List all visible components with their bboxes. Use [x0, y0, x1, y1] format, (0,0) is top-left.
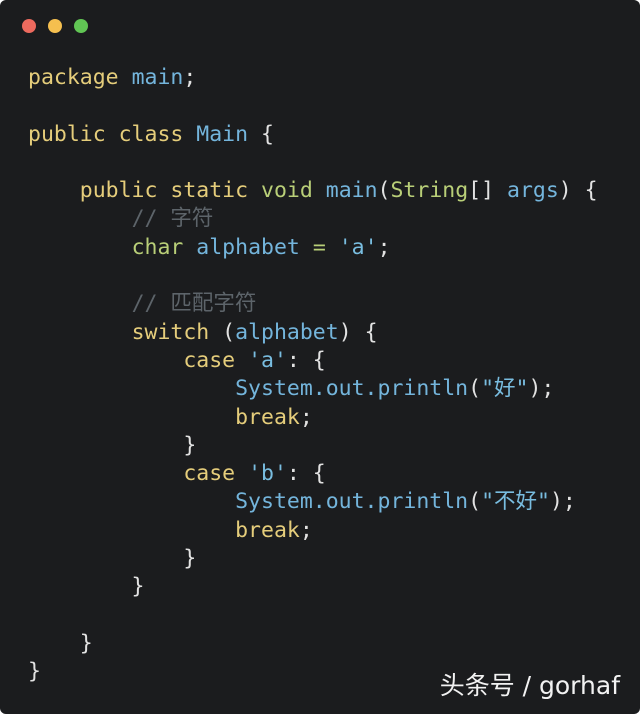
identifier: main: [131, 65, 184, 90]
minimize-button[interactable]: [48, 19, 62, 33]
code-line: public class Main {: [28, 121, 598, 149]
identifier: alphabet: [196, 234, 300, 260]
code-line: [28, 149, 598, 177]
punctuation: : {: [286, 347, 326, 373]
punctuation: [248, 178, 261, 203]
code-line: [28, 92, 598, 120]
punctuation: [28, 489, 235, 514]
punctuation: ) {: [558, 178, 598, 204]
keyword: public class: [28, 121, 184, 147]
punctuation: [28, 405, 235, 430]
watermark: 头条号 / gorhaf: [439, 671, 620, 700]
code-line: }: [28, 658, 598, 686]
code-line: }: [28, 630, 598, 658]
keyword: switch: [131, 319, 210, 345]
punctuation: [119, 65, 132, 90]
keyword: public static: [79, 178, 249, 204]
identifier: Main: [196, 121, 249, 147]
punctuation: [28, 291, 132, 316]
punctuation: (: [209, 319, 236, 345]
code-line: case 'a': {: [28, 347, 598, 375]
punctuation: ) {: [338, 319, 378, 345]
code-line: char alphabet = 'a';: [28, 234, 598, 262]
code-line: [28, 602, 598, 630]
code-line: break;: [28, 517, 598, 545]
punctuation: [28, 518, 235, 543]
string-literal: 'a': [338, 234, 378, 260]
punctuation: );: [549, 489, 576, 515]
punctuation: ;: [299, 517, 313, 543]
punctuation: [28, 235, 132, 260]
code-line: break;: [28, 404, 598, 432]
code-line: [28, 262, 598, 290]
maximize-button[interactable]: [74, 19, 88, 33]
punctuation: : {: [286, 461, 326, 487]
keyword: case: [183, 347, 236, 373]
close-button[interactable]: [22, 19, 36, 33]
code-line: }: [28, 432, 598, 460]
punctuation: [28, 376, 235, 401]
identifier: main: [325, 178, 378, 204]
identifier: args: [507, 178, 559, 204]
punctuation: [300, 235, 313, 260]
punctuation: [183, 235, 196, 260]
punctuation: }: [28, 432, 197, 458]
code-line: }: [28, 573, 598, 601]
code-line: case 'b': {: [28, 460, 598, 488]
identifier: System.out.println: [235, 489, 469, 515]
code-line: switch (alphabet) {: [28, 319, 598, 347]
punctuation: [28, 461, 183, 486]
punctuation: {: [248, 121, 274, 147]
keyword: break: [235, 517, 300, 543]
comment: // 字符: [131, 206, 214, 232]
punctuation: }: [28, 546, 197, 572]
punctuation: }: [28, 574, 145, 600]
window-controls: [22, 19, 88, 33]
code-line: }: [28, 545, 598, 573]
identifier: alphabet: [235, 319, 339, 345]
punctuation: (: [377, 178, 391, 204]
type-token: char: [131, 234, 184, 260]
string-literal: "不好": [481, 489, 550, 515]
type-token: =: [312, 234, 326, 260]
type-token: void: [261, 178, 313, 204]
punctuation: [326, 235, 339, 260]
code-line: package main;: [28, 64, 598, 92]
punctuation: [313, 178, 326, 203]
code-line: // 匹配字符: [28, 290, 598, 318]
code-block: package main; public class Main { public…: [28, 64, 598, 687]
punctuation: ;: [299, 404, 313, 430]
punctuation: [28, 178, 80, 203]
punctuation: [235, 461, 248, 486]
identifier: System.out.println: [235, 376, 469, 402]
punctuation: []: [468, 178, 507, 204]
punctuation: (: [468, 489, 482, 515]
code-line: public static void main(String[] args) {: [28, 177, 598, 205]
string-literal: 'b': [248, 461, 287, 487]
punctuation: [28, 206, 132, 231]
punctuation: ;: [377, 234, 391, 260]
type-token: String: [390, 178, 469, 204]
punctuation: }: [28, 630, 93, 656]
punctuation: }: [28, 659, 41, 685]
code-line: // 字符: [28, 205, 598, 233]
keyword: case: [183, 461, 236, 487]
punctuation: [28, 320, 132, 345]
code-line: System.out.println("不好");: [28, 488, 598, 516]
string-literal: "好": [481, 376, 529, 402]
keyword: break: [235, 404, 300, 430]
punctuation: [235, 348, 248, 373]
punctuation: ;: [183, 65, 197, 90]
comment: // 匹配字符: [131, 291, 257, 317]
punctuation: [28, 348, 183, 373]
punctuation: (: [468, 376, 482, 402]
punctuation: );: [528, 376, 555, 402]
keyword: package: [28, 65, 119, 90]
code-line: System.out.println("好");: [28, 375, 598, 403]
string-literal: 'a': [248, 347, 287, 373]
punctuation: [183, 122, 196, 147]
